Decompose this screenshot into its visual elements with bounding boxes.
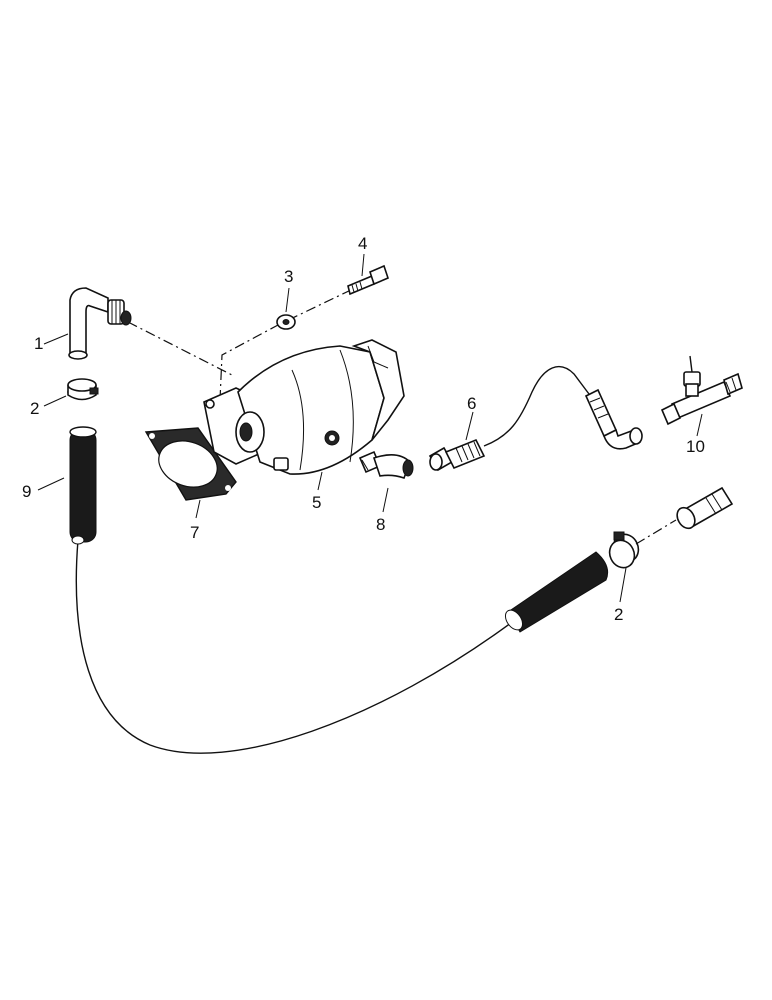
- leader-line: [43, 333, 69, 345]
- hose-clamp-part-2-lower: [608, 531, 640, 569]
- callout-2-upper: 2: [30, 399, 39, 418]
- leader-line: [317, 471, 323, 491]
- alignment-line: [219, 287, 356, 401]
- leader-line: [382, 487, 389, 513]
- washer-part-3: [276, 314, 296, 330]
- leader-line: [43, 395, 67, 407]
- hose-path-line: [75, 539, 516, 754]
- callout-7: 7: [190, 523, 199, 542]
- leader-line: [696, 413, 703, 437]
- leader-line: [361, 253, 365, 277]
- hose-part-9: [69, 426, 97, 545]
- leader-line: [195, 499, 201, 519]
- fitting-part-6: [428, 438, 486, 472]
- pump-part-5: [203, 339, 405, 475]
- leader-line: [619, 567, 627, 603]
- callout-9: 9: [22, 482, 31, 501]
- callout-4: 4: [358, 234, 367, 253]
- callout-5: 5: [312, 493, 321, 512]
- leader-line: [37, 477, 65, 491]
- hose-lower-segment: [504, 551, 609, 633]
- pressure-line: [483, 365, 593, 447]
- callout-3: 3: [284, 267, 293, 286]
- alignment-line: [635, 519, 677, 545]
- tube-end: [676, 486, 734, 530]
- elbow-fitting-part-8: [358, 450, 414, 480]
- callout-2-lower: 2: [614, 605, 623, 624]
- gasket-part-7: [144, 427, 237, 501]
- leader-line: [465, 411, 474, 441]
- callout-6: 6: [467, 394, 476, 413]
- hose-clamp-part-2-upper: [67, 378, 99, 401]
- tee-fitting-part-10: [660, 355, 743, 426]
- bolt-part-4: [347, 264, 389, 296]
- leader-line: [285, 287, 290, 313]
- callout-10: 10: [686, 437, 705, 456]
- callout-8: 8: [376, 515, 385, 534]
- elbow-tube-part-1: [68, 287, 132, 360]
- callout-1: 1: [34, 334, 43, 353]
- alignment-line: [127, 321, 233, 376]
- bent-tube-fitting: [584, 388, 643, 450]
